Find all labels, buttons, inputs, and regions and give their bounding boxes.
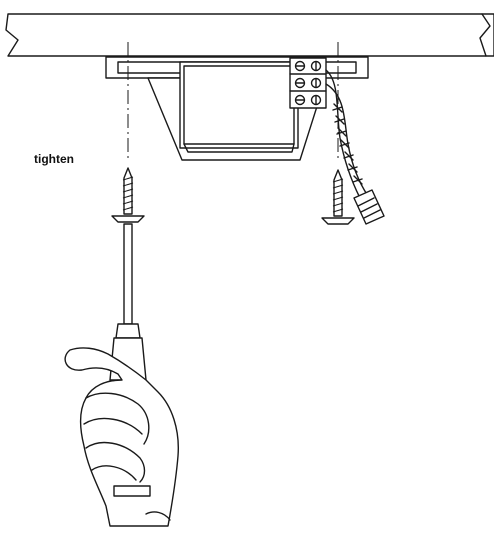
tighten-label: tighten bbox=[34, 152, 74, 166]
alignment-guides bbox=[127, 42, 339, 160]
terminal-block-icon bbox=[289, 57, 327, 109]
hand-icon bbox=[64, 347, 180, 527]
ceiling-beam-icon bbox=[5, 13, 494, 57]
mounting-bracket-icon bbox=[105, 56, 369, 161]
wood-screw-icon bbox=[321, 169, 355, 225]
wood-screw-icon bbox=[111, 167, 145, 223]
screwdriver-icon bbox=[109, 223, 147, 381]
